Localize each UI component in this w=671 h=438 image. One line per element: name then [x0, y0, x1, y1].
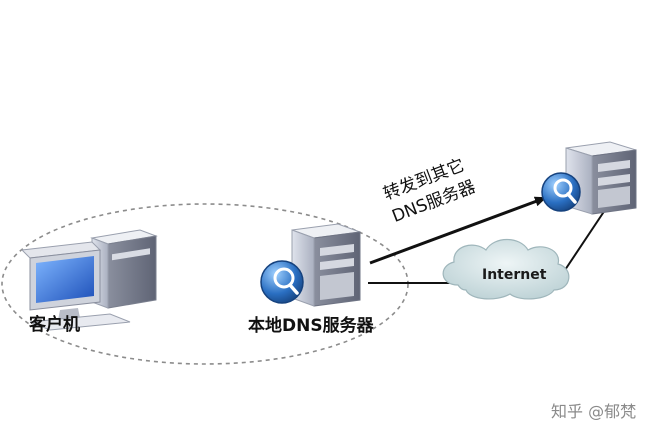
local-dns-server-label: 本地DNS服务器	[248, 316, 374, 336]
internet-label: Internet	[482, 267, 547, 283]
watermark: 知乎 @郁梵	[551, 402, 637, 421]
forward-arrow	[369, 196, 547, 265]
client-computer-icon	[20, 229, 158, 331]
link-internet-to-remote	[564, 209, 606, 271]
local-dns-server-icon	[260, 223, 361, 307]
client-label: 客户机	[29, 315, 80, 335]
internet-cloud-icon	[442, 238, 570, 300]
remote-dns-server-icon	[541, 141, 637, 215]
